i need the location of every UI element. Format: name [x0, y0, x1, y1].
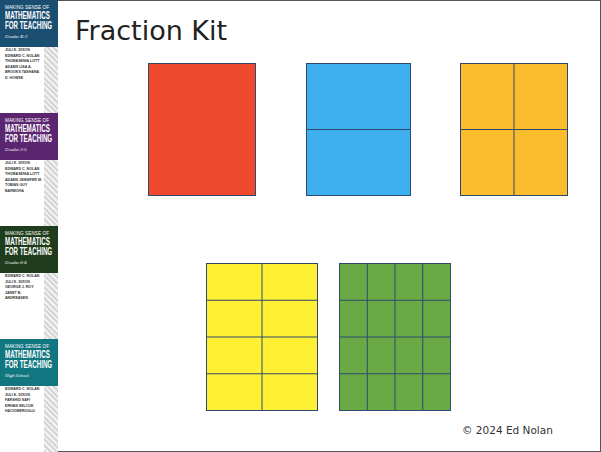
author-list: JULI K. DIXON EDWARD C. NOLAN THOMASENIA… — [5, 48, 43, 81]
series-heading: MAKING SENSE OF — [5, 5, 58, 10]
halves-piece — [307, 64, 411, 196]
sixteenths-piece — [340, 264, 451, 411]
series-heading: MAKING SENSE OF — [5, 118, 58, 123]
book-title: MATHEMATICS FOR TEACHING — [5, 11, 55, 31]
whole-piece — [149, 64, 256, 196]
book-cover: MAKING SENSE OFMATHEMATICS FOR TEACHING H… — [0, 339, 58, 452]
cover-texture — [44, 47, 58, 113]
book-cover: MAKING SENSE OFMATHEMATICS FOR TEACHING G… — [0, 226, 58, 339]
grade-band: High School — [5, 373, 58, 378]
copyright-note: © 2024 Ed Nolan — [462, 424, 553, 436]
book-cover: MAKING SENSE OFMATHEMATICS FOR TEACHING G… — [0, 0, 58, 113]
book-title: MATHEMATICS FOR TEACHING — [5, 350, 55, 370]
series-heading: MAKING SENSE OF — [5, 344, 58, 349]
book-cover-strip: MAKING SENSE OFMATHEMATICS FOR TEACHINGG… — [0, 0, 58, 452]
series-heading: MAKING SENSE OF — [5, 231, 58, 236]
grade-band: Grades 3-5 — [5, 147, 58, 152]
book-title: MATHEMATICS FOR TEACHING — [5, 124, 55, 144]
cover-texture — [44, 160, 58, 226]
grade-band: Grades K-2 — [5, 34, 58, 39]
cover-texture — [44, 273, 58, 339]
book-title: MATHEMATICS FOR TEACHING — [5, 237, 55, 257]
eighths-piece — [207, 264, 318, 411]
author-list: JULI K. DIXON EDWARD C. NOLAN THOMASENIA… — [5, 161, 43, 194]
author-list: EDWARD C. NOLAN JULI K. DIXON FARSHID SA… — [5, 387, 43, 415]
grade-band: Grades 6-8 — [5, 260, 58, 265]
cover-texture — [44, 386, 58, 452]
book-cover: MAKING SENSE OFMATHEMATICS FOR TEACHING G… — [0, 113, 58, 226]
fourths-piece — [461, 64, 568, 196]
slide-title: Fraction Kit — [75, 15, 227, 46]
author-list: EDWARD C. NOLAN JULI K. DIXON GEORGE J. … — [5, 274, 43, 302]
